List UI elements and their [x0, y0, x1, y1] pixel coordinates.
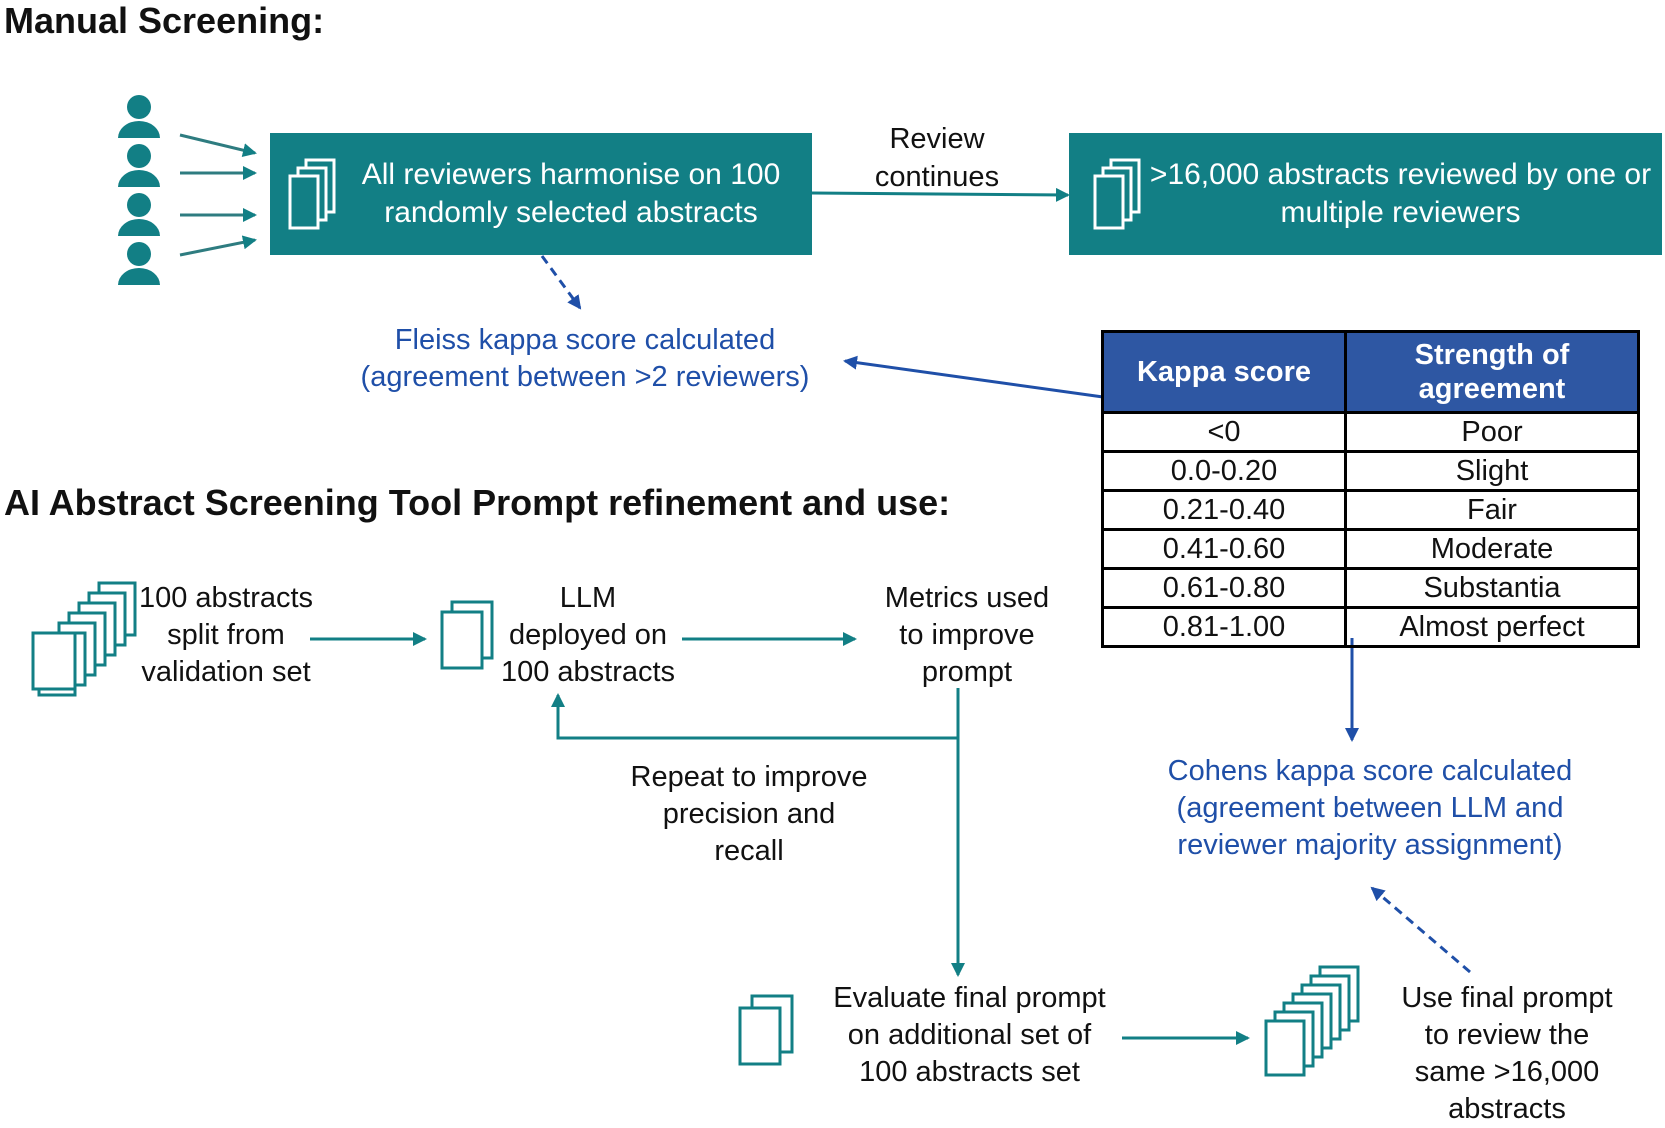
kappa-table-header-row: Kappa score Strength of agreement [1101, 330, 1640, 414]
table-row: 0.21-0.40 Fair [1101, 489, 1640, 531]
step3-line-1: Metrics used [884, 582, 1050, 614]
evaluate-line-3: 100 abstracts set [859, 1056, 1080, 1088]
repeat-line-3: recall [714, 835, 784, 867]
arrow-dashed-to-fleiss [540, 255, 582, 310]
step1-line-3: validation set [141, 656, 311, 688]
arrow-loop-back [551, 688, 960, 740]
document-stack-icon [288, 158, 336, 230]
cohens-line-2: (agreement between LLM and [1176, 792, 1564, 824]
document-stack-icon [738, 994, 794, 1066]
arrow-dashed-to-cohens [1370, 886, 1471, 974]
agreement-cell: Substantia [1344, 567, 1640, 609]
arrow-person-1 [179, 133, 257, 158]
kappa-score-cell: 0.81-1.00 [1101, 606, 1347, 648]
kappa-header-strength: Strength of agreement [1344, 330, 1640, 414]
document-stack-icon [1093, 158, 1141, 230]
fleiss-line-1: Fleiss kappa score calculated [394, 324, 776, 356]
agreement-cell: Poor [1344, 411, 1640, 453]
use-final-line-1: Use final prompt [1401, 982, 1613, 1014]
step2-line-2: deployed on [508, 619, 668, 651]
repeat-text: Repeat to improve precision and recall [614, 759, 884, 870]
repeat-line-1: Repeat to improve [630, 761, 868, 793]
table-row: 0.61-0.80 Substantia [1101, 567, 1640, 609]
agreement-cell: Moderate [1344, 528, 1640, 570]
table-row: 0.41-0.60 Moderate [1101, 528, 1640, 570]
kappa-score-cell: 0.61-0.80 [1101, 567, 1347, 609]
table-row: 0.0-0.20 Slight [1101, 450, 1640, 492]
agreement-cell: Slight [1344, 450, 1640, 492]
cohens-kappa-text: Cohens kappa score calculated (agreement… [1135, 753, 1605, 864]
step2-line-3: 100 abstracts [500, 656, 676, 688]
use-final-text: Use final prompt to review the same >16,… [1382, 980, 1632, 1128]
use-final-line-3: same >16,000 [1414, 1056, 1600, 1088]
arrow-review-continues [811, 187, 1070, 202]
arrow-table-to-fleiss [843, 355, 1104, 399]
step2-line-1: LLM [559, 582, 617, 614]
harmonise-box: All reviewers harmonise on 100 randomly … [270, 133, 812, 255]
cohens-line-1: Cohens kappa score calculated [1167, 755, 1573, 787]
agreement-cell: Fair [1344, 489, 1640, 531]
ai-tool-heading: AI Abstract Screening Tool Prompt refine… [4, 482, 951, 523]
table-row: <0 Poor [1101, 411, 1640, 453]
step3-line-2: to improve [899, 619, 1035, 651]
kappa-score-cell: <0 [1101, 411, 1347, 453]
reviewed-box-text: >16,000 abstracts reviewed by one or mul… [1149, 158, 1652, 229]
harmonise-box-text: All reviewers harmonise on 100 randomly … [361, 158, 781, 229]
cohens-line-3: reviewer majority assignment) [1177, 829, 1563, 861]
document-stack-icon [31, 581, 137, 697]
person-icon [118, 242, 160, 285]
kappa-score-cell: 0.0-0.20 [1101, 450, 1347, 492]
step1-line-1: 100 abstracts [138, 582, 314, 614]
kappa-score-cell: 0.21-0.40 [1101, 489, 1347, 531]
use-final-line-2: to review the [1424, 1019, 1590, 1051]
step2-text: LLM deployed on 100 abstracts [484, 580, 692, 691]
use-final-line-4: abstracts [1448, 1093, 1566, 1125]
manual-screening-heading: Manual Screening: [4, 0, 325, 41]
document-stack-icon [440, 600, 494, 670]
step1-line-2: split from [167, 619, 285, 651]
agreement-cell: Almost perfect [1344, 606, 1640, 648]
reviewed-box: >16,000 abstracts reviewed by one or mul… [1069, 133, 1662, 255]
arrow-person-4 [179, 235, 257, 257]
fleiss-line-2: (agreement between >2 reviewers) [360, 361, 810, 393]
evaluate-line-1: Evaluate final prompt [833, 982, 1106, 1014]
person-icon [118, 144, 160, 187]
review-continues-label: Review continues [874, 123, 1000, 193]
repeat-line-2: precision and [662, 798, 836, 830]
step3-line-3: prompt [921, 656, 1013, 688]
evaluate-text: Evaluate final prompt on additional set … [812, 980, 1127, 1091]
fleiss-kappa-text: Fleiss kappa score calculated (agreement… [330, 322, 840, 396]
document-stack-icon [1264, 965, 1360, 1077]
person-icon [118, 193, 160, 236]
step1-text: 100 abstracts split from validation set [126, 580, 326, 691]
evaluate-line-2: on additional set of [847, 1019, 1092, 1051]
step3-text: Metrics used to improve prompt [862, 580, 1072, 691]
kappa-header-score: Kappa score [1101, 330, 1347, 414]
table-row: 0.81-1.00 Almost perfect [1101, 606, 1640, 648]
kappa-table: Kappa score Strength of agreement <0 Poo… [1101, 330, 1640, 648]
kappa-score-cell: 0.41-0.60 [1101, 528, 1347, 570]
reviewers-icon-group [118, 95, 160, 285]
person-icon [118, 95, 160, 138]
